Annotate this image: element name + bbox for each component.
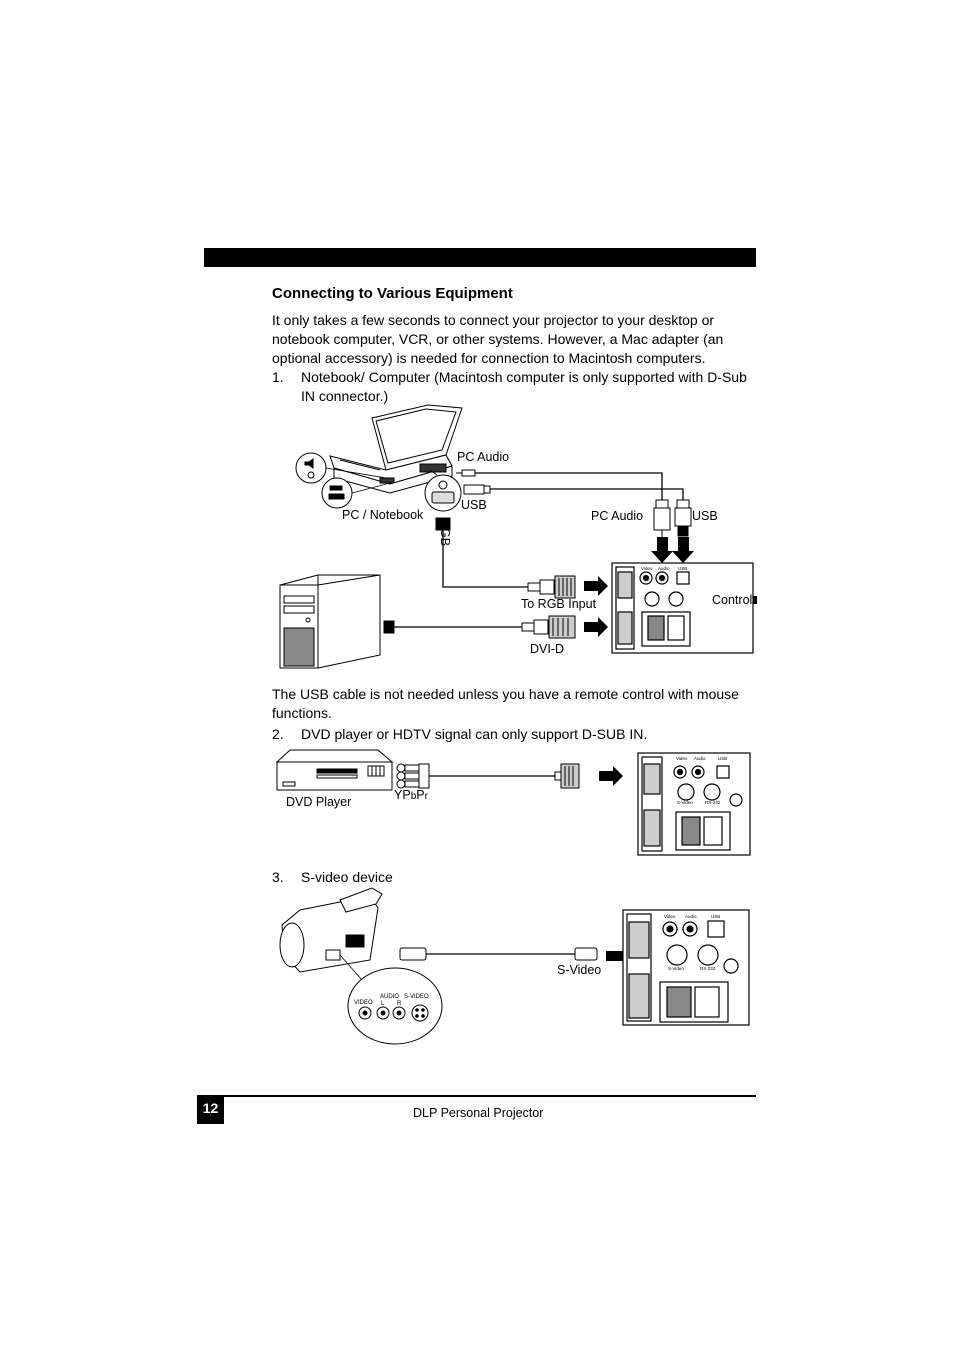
jack-video-label: VIDEO [354, 1000, 373, 1006]
intro-paragraph: It only takes a few seconds to connect y… [272, 312, 724, 366]
arrow-diagram-2 [599, 766, 623, 786]
rgb-port-callout [424, 469, 462, 512]
jack-svideo-label: S-VIDEO [404, 994, 429, 1000]
camcorder-device [279, 887, 383, 973]
label-usb-right: USB [692, 509, 718, 523]
panel1-audio-label: Audio [658, 566, 670, 571]
panel3-video-label: Video [664, 914, 676, 919]
panel1-usb-label: USB [678, 566, 687, 571]
connectors-diagram-1 [383, 469, 692, 639]
camcorder-jack-labels: VIDEO AUDIO S-VIDEO L R [354, 994, 429, 1007]
footer-title: DLP Personal Projector [413, 1106, 544, 1120]
page-number: 12 [197, 1095, 224, 1124]
label-pc-notebook: PC / Notebook [342, 508, 424, 522]
notebook-computer [329, 404, 463, 494]
dvd-player-device [275, 749, 394, 791]
usb-port-callout [321, 477, 391, 509]
step-1: 1. Notebook/ Computer (Macintosh compute… [272, 368, 752, 406]
footer-rule [204, 1095, 756, 1097]
label-ypbpr-y: YP [394, 788, 411, 802]
label-ypbpr-p: P [416, 788, 425, 802]
projector-panel-1 [611, 562, 754, 654]
label-ypbpr-r: r [424, 791, 428, 802]
label-ypbpr: YPbPr [394, 788, 428, 802]
usb-note-paragraph: The USB cable is not needed unless you h… [272, 686, 739, 721]
label-pc-audio-right: PC Audio [591, 509, 644, 523]
label-dvi-d: DVI-D [530, 642, 565, 656]
jack-r-label: R [397, 1001, 402, 1007]
projector-panel-3 [622, 909, 750, 1026]
panel3-svideo-label: S-Video [668, 966, 684, 971]
panel3-audio-label: Audio [685, 914, 697, 919]
step-1-number: 1. [272, 369, 284, 385]
panel2-svideo-label: S-Video [677, 800, 693, 805]
projector-panel-2 [637, 752, 751, 856]
panel2-video-label: Video [676, 756, 688, 761]
label-dvd-player: DVD Player [286, 795, 352, 809]
step-1-text: Notebook/ Computer (Macintosh computer i… [301, 369, 747, 404]
panel3-usb-label: USB [711, 914, 720, 919]
panel3-rs232-label: RS-232 [700, 966, 716, 971]
step-3-number: 3. [272, 869, 284, 885]
step-2-number: 2. [272, 726, 284, 742]
label-usb-left: USB [461, 498, 487, 512]
svideo-cable [399, 947, 598, 961]
label-pc-audio-top: PC Audio [457, 450, 510, 464]
jack-audio-label: AUDIO [380, 994, 399, 1000]
step-2: 2. DVD player or HDTV signal can only su… [272, 725, 752, 744]
label-to-rgb-input: To RGB Input [521, 597, 597, 611]
camcorder-jack-callout [339, 954, 443, 1045]
header-bar [204, 248, 756, 267]
step-3-text: S-video device [301, 869, 393, 885]
cables-diagram-1 [392, 472, 684, 628]
step-3: 3. S-video device [272, 868, 752, 887]
panel2-rs232-label: RS-232 [705, 800, 721, 805]
label-control: Control [712, 593, 753, 607]
step-2-text: DVD player or HDTV signal can only suppo… [301, 726, 648, 742]
panel2-usb-label: USB [718, 756, 727, 761]
jack-l-label: L [381, 1001, 385, 1007]
label-rgb: RGB [438, 519, 452, 547]
label-s-video: S-Video [557, 963, 602, 977]
audio-port-callout [295, 452, 387, 484]
panel-tiny-labels: Video Audio USB Video Audio USB S-Video … [641, 566, 727, 971]
ypbpr-cable [396, 763, 580, 789]
section-title: Connecting to Various Equipment [272, 285, 513, 302]
panel2-audio-label: Audio [694, 756, 706, 761]
panel1-video-label: Video [641, 566, 653, 571]
desktop-tower [279, 574, 381, 669]
label-ypbpr-b: b [410, 791, 417, 802]
